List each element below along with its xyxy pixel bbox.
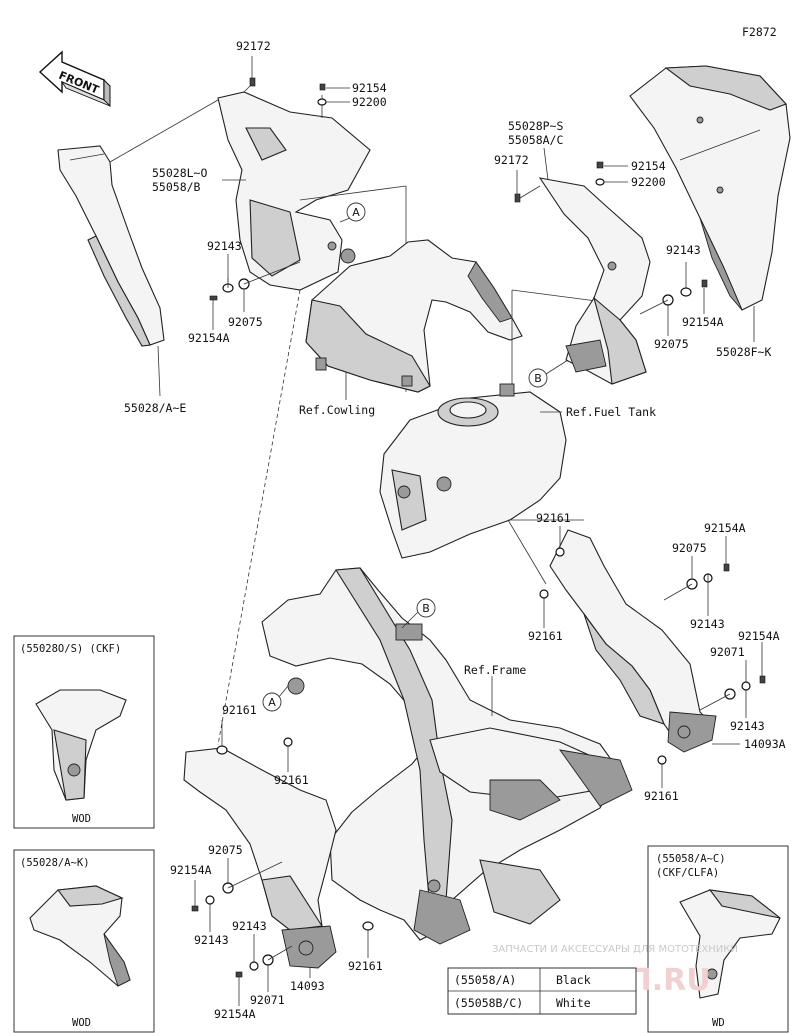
front-arrow-icon: FRONT xyxy=(38,50,111,108)
left-side-cover-part xyxy=(57,145,165,347)
label-ref-frame: Ref.Frame xyxy=(464,663,526,677)
label-92143-e: 92143 xyxy=(194,933,229,947)
color-table: (55058/A) Black (55058B/C) White xyxy=(447,967,637,1015)
bolt-92154-right-icon xyxy=(595,161,628,186)
fastener-group-lower-right-icon xyxy=(539,526,766,788)
label-14093: 14093 xyxy=(290,979,325,993)
label-92161-f: 92161 xyxy=(348,959,383,973)
label-92154A-right: 92154A xyxy=(682,315,724,329)
label-92071-a: 92071 xyxy=(710,645,745,659)
watermark-text: ЗАПЧАСТИ И АКСЕССУАРЫ ДЛЯ МОТОТЕХНИКИ xyxy=(492,944,738,955)
inset3-footer: WD xyxy=(712,1017,725,1029)
inset1-title: (55028O/S) (CKF) xyxy=(20,643,121,655)
label-92161-b: 92161 xyxy=(528,629,563,643)
color-table-row2-color: White xyxy=(556,996,591,1010)
label-92200-upper: 92200 xyxy=(352,95,387,109)
fuel-tank-ref-part xyxy=(379,383,567,559)
right-outer-cover-part xyxy=(629,65,791,311)
right-upper-inner-cover-part xyxy=(538,177,651,385)
lower-left-cover-part xyxy=(183,747,337,969)
label-55028P-S: 55028P~S xyxy=(508,119,563,133)
label-92172-upper: 92172 xyxy=(236,39,271,53)
frame-ref-part xyxy=(261,567,633,945)
label-92161-c: 92161 xyxy=(644,789,679,803)
callout-b-lower xyxy=(416,598,436,618)
inset-55028O-S-ckf: (55028O/S) (CKF) WOD xyxy=(13,635,155,829)
color-table-row2-code: (55058B/C) xyxy=(454,996,523,1010)
callout-a-lower xyxy=(262,692,282,712)
label-92154A-e: 92154A xyxy=(170,863,212,877)
label-92143-right: 92143 xyxy=(666,243,701,257)
label-92154A-f: 92154A xyxy=(214,1007,256,1021)
upper-inner-cover-part xyxy=(217,91,371,291)
label-55028L-O: 55028L~O xyxy=(152,166,207,180)
inset1-footer: WOD xyxy=(72,813,91,825)
fastener-group-left-icon xyxy=(209,261,301,330)
label-55028F-K: 55028F~K xyxy=(716,345,771,359)
label-ref-cowling: Ref.Cowling xyxy=(299,403,375,417)
bolt-92172-right-icon xyxy=(514,170,521,203)
bolt-92154-icon xyxy=(317,83,350,106)
label-92200-right: 92200 xyxy=(631,175,666,189)
inset2-title: (55028/A~K) xyxy=(20,857,90,869)
label-92161-e: 92161 xyxy=(274,773,309,787)
cowling-ref-part xyxy=(305,239,523,393)
label-92161-a: 92161 xyxy=(536,511,571,525)
inset-55028A-K: (55028/A~K) WOD xyxy=(13,849,155,1033)
bolt-92172-icon xyxy=(249,56,256,87)
label-92161-d: 92161 xyxy=(222,703,257,717)
label-92075-right: 92075 xyxy=(654,337,689,351)
inset-55058A-C-ckf-clfa: (55058/A~C) (CKF/CLFA) WD xyxy=(647,845,789,1033)
label-92143-d: 92143 xyxy=(730,719,765,733)
inset2-footer: WOD xyxy=(72,1017,91,1029)
label-92143-left: 92143 xyxy=(207,239,242,253)
label-55028A-E: 55028/A~E xyxy=(124,401,186,415)
fastener-group-right-icon xyxy=(639,262,708,336)
label-92154-right: 92154 xyxy=(631,159,666,173)
label-55058B: 55058/B xyxy=(152,180,201,194)
callout-b-lower-text: B xyxy=(422,602,430,615)
label-92075-d: 92075 xyxy=(208,843,243,857)
label-14093A: 14093A xyxy=(744,737,786,751)
label-92154A-left: 92154A xyxy=(188,331,230,345)
callout-a-upper-text: A xyxy=(352,206,360,219)
callout-a-lower-text: A xyxy=(268,696,276,709)
label-92143-f: 92143 xyxy=(232,919,267,933)
label-55058A-C: 55058A/C xyxy=(508,133,563,147)
fastener-group-lower-left-icon xyxy=(191,720,374,1006)
callout-b-upper xyxy=(528,368,548,388)
label-92154-upper: 92154 xyxy=(352,81,387,95)
lower-right-cover-part xyxy=(549,529,717,753)
label-ref-fuel-tank: Ref.Fuel Tank xyxy=(566,405,656,419)
inset3-title-line2: (CKF/CLFA) xyxy=(656,867,719,879)
label-92071-b: 92071 xyxy=(250,993,285,1007)
label-92075-c: 92075 xyxy=(672,541,707,555)
color-table-row1-color: Black xyxy=(556,973,591,987)
label-92075-left: 92075 xyxy=(228,315,263,329)
label-92154A-c: 92154A xyxy=(704,521,746,535)
label-92172-right: 92172 xyxy=(494,153,529,167)
figure-code: F2872 xyxy=(742,25,777,39)
label-92154A-d: 92154A xyxy=(738,629,780,643)
color-table-row1-code: (55058/A) xyxy=(454,973,516,987)
callout-b-upper-text: B xyxy=(534,372,542,385)
label-92143-c: 92143 xyxy=(690,617,725,631)
callout-a-upper xyxy=(346,202,366,222)
inset3-title-line1: (55058/A~C) xyxy=(656,853,726,865)
